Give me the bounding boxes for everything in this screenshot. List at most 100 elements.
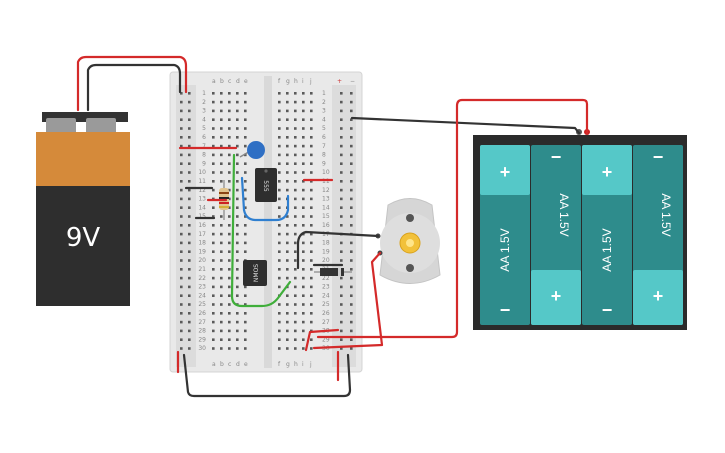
rail-hole (350, 224, 353, 227)
breadboard-hole (212, 241, 215, 245)
battery-9v-label: 9V (66, 223, 101, 253)
breadboard-hole (244, 215, 247, 218)
row-number: 8 (322, 152, 326, 159)
breadboard-hole (228, 347, 231, 350)
rail-hole (188, 197, 191, 201)
breadboard-hole (236, 285, 239, 289)
col-i-label-bottom: i (302, 361, 304, 368)
wire-9v-negative[interactable] (86, 63, 182, 112)
breadboard-hole (310, 312, 313, 315)
dc-motor[interactable] (375, 198, 441, 284)
row-number: 14 (198, 204, 206, 211)
breadboard-hole (236, 347, 239, 350)
breadboard-hole (220, 312, 223, 315)
breadboard-hole (286, 241, 289, 245)
breadboard-hole (220, 144, 223, 148)
col-e-label-bottom: e (244, 361, 248, 368)
breadboard-hole (244, 197, 247, 201)
diode[interactable] (314, 268, 352, 276)
breadboard-hole (278, 127, 281, 130)
row-number: 20 (322, 257, 330, 264)
breadboard-hole (220, 259, 223, 262)
wire-pack-positive[interactable] (316, 98, 589, 339)
breadboard-hole (310, 188, 313, 192)
ic-555-timer[interactable]: 555 (255, 168, 277, 202)
row-number: 11 (322, 178, 330, 185)
breadboard-hole (212, 268, 215, 271)
breadboard-hole (278, 92, 281, 95)
wire-green[interactable] (230, 153, 292, 308)
breadboard-hole (286, 162, 289, 165)
rail-hole (350, 136, 353, 139)
wire-9v-positive[interactable] (76, 55, 188, 112)
rail-hole (188, 144, 191, 148)
breadboard-hole (294, 206, 297, 209)
rail-hole (188, 127, 191, 130)
breadboard-hole (294, 136, 297, 139)
rail-hole (340, 250, 343, 253)
rail-hole (180, 162, 183, 165)
rail-hole (350, 144, 353, 148)
aa-cell-1-top-sign: + (500, 162, 511, 182)
col-e-label: e (244, 78, 248, 85)
wire-lower-red[interactable] (304, 328, 340, 352)
breadboard-hole (286, 92, 289, 95)
breadboard-hole (310, 285, 313, 289)
aa-cell-4-label: AA 1.5V (659, 193, 673, 236)
breadboard-hole (310, 206, 313, 209)
row-number: 25 (322, 301, 330, 308)
battery-pack[interactable]: + AA 1.5V − − AA 1.5V + + AA 1.5V − − AA… (473, 129, 687, 330)
row-number: 9 (322, 160, 326, 167)
aa-cell-4-cap (633, 270, 683, 325)
row-number: 12 (198, 187, 206, 194)
breadboard-hole (212, 180, 215, 183)
rail-hole (350, 259, 353, 262)
row-number: 13 (322, 196, 330, 203)
breadboard-hole (294, 232, 297, 236)
breadboard-hole (244, 250, 247, 253)
breadboard-hole (294, 347, 297, 350)
breadboard-hole (278, 303, 281, 306)
breadboard-hole (228, 259, 231, 262)
breadboard-hole (278, 285, 281, 289)
rail-hole (180, 338, 183, 341)
wire-pack-negative[interactable] (350, 116, 581, 135)
capacitor[interactable] (239, 141, 265, 159)
breadboard-hole (302, 294, 305, 297)
rail-hole (188, 338, 191, 341)
wire-motor-1[interactable] (296, 230, 380, 270)
breadboard-hole (302, 206, 305, 209)
row-number: 7 (202, 143, 206, 150)
rail-hole (188, 276, 191, 280)
row-number: 16 (322, 222, 330, 229)
breadboard-hole (302, 250, 305, 253)
breadboard-hole (228, 100, 231, 104)
rail-hole (180, 303, 183, 306)
nmos-transistor[interactable]: NMOS (243, 260, 267, 286)
breadboard-hole (286, 224, 289, 227)
breadboard-hole (278, 312, 281, 315)
battery-9v[interactable]: 9V (36, 112, 130, 306)
breadboard-hole (236, 294, 239, 297)
row-number: 10 (198, 169, 206, 176)
breadboard-hole (310, 268, 313, 271)
row-number: 22 (322, 275, 330, 282)
breadboard-hole (220, 268, 223, 271)
wire-bottom-ground[interactable] (182, 353, 352, 398)
breadboard-hole (294, 215, 297, 218)
breadboard-hole (294, 312, 297, 315)
breadboard-hole (286, 347, 289, 350)
breadboard-hole (310, 250, 313, 253)
wire-blue[interactable] (240, 176, 290, 222)
wire-motor-2[interactable] (312, 251, 384, 350)
rail-hole (340, 312, 343, 315)
breadboard-hole (236, 188, 239, 192)
breadboard-hole (294, 153, 297, 157)
aa-cell-1-bottom-sign: − (500, 300, 511, 320)
row-number: 3 (322, 108, 326, 115)
breadboard-hole (220, 109, 223, 113)
col-i-label: i (302, 78, 304, 85)
breadboard-hole (220, 92, 223, 95)
breadboard-hole (286, 109, 289, 113)
